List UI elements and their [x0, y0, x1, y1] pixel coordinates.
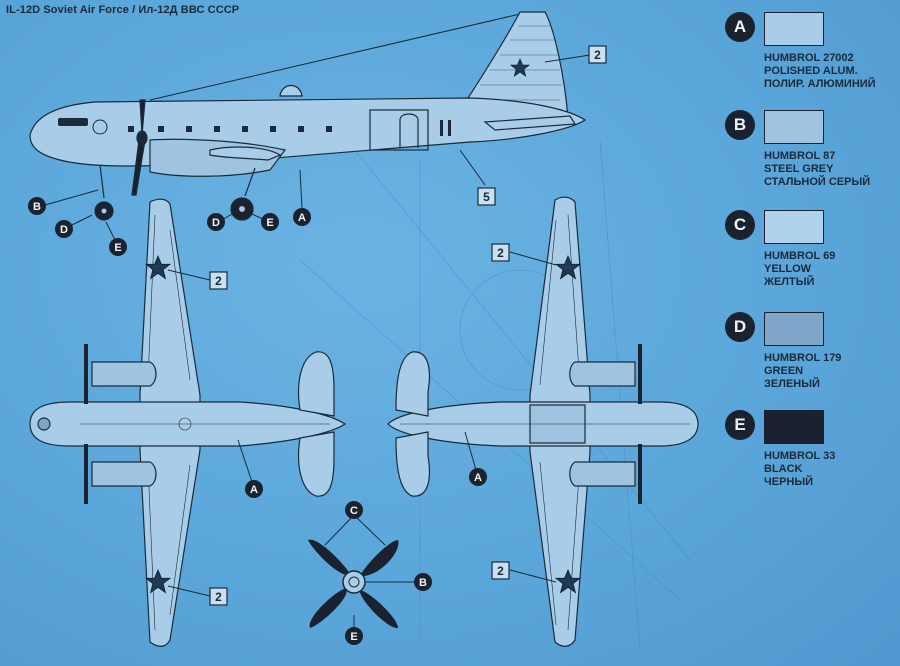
svg-text:B: B	[33, 201, 41, 213]
svg-text:C: C	[350, 505, 358, 517]
decal-callout-2-top-lower: 2	[209, 587, 228, 606]
decal-callout-2-fin: 2	[588, 45, 607, 64]
decal-callout-2-bottom-lower: 2	[491, 561, 510, 580]
svg-text:A: A	[298, 212, 306, 224]
paint-letter-badge: C	[725, 210, 755, 240]
paint-letter-badge: E	[725, 410, 755, 440]
decal-callout-5: 5	[477, 187, 496, 206]
paint-callout-d-side-nose: D	[55, 220, 73, 238]
svg-text:2: 2	[497, 246, 504, 260]
paint-swatch	[764, 210, 824, 244]
paint-callout-c-prop: C	[345, 501, 363, 519]
svg-text:E: E	[114, 242, 121, 254]
propeller-detail	[308, 514, 415, 629]
paint-callout-a-bottom: A	[469, 468, 487, 486]
paint-callout-e-side-main: E	[261, 213, 279, 231]
paint-letter-badge: A	[725, 12, 755, 42]
top-view	[29, 198, 347, 647]
paint-callout-d-side-main: D	[207, 213, 225, 231]
paint-callout-a-side: A	[293, 208, 311, 226]
svg-text:A: A	[250, 484, 258, 496]
paint-callout-b-prop: B	[414, 573, 432, 591]
paint-swatch	[764, 410, 824, 444]
paint-swatch	[764, 12, 824, 46]
svg-text:2: 2	[497, 564, 504, 578]
bottom-view	[387, 196, 699, 647]
paint-callout-a-top: A	[245, 480, 263, 498]
paint-swatch	[764, 110, 824, 144]
svg-text:2: 2	[215, 274, 222, 288]
svg-text:2: 2	[215, 590, 222, 604]
guide-title: IL-12D Soviet Air Force / Ил-12Д ВВС ССС…	[6, 4, 240, 16]
paint-callout-e-prop: E	[345, 627, 363, 645]
svg-text:2: 2	[594, 48, 601, 62]
decal-callout-2-bottom-upper: 2	[491, 243, 510, 262]
paint-callout-b-side: B	[28, 197, 46, 215]
svg-text:B: B	[419, 577, 427, 589]
svg-text:E: E	[350, 631, 357, 643]
svg-text:A: A	[474, 472, 482, 484]
paint-letter-badge: B	[725, 110, 755, 140]
side-view	[29, 11, 587, 221]
decal-callout-2-top-upper: 2	[209, 271, 228, 290]
paint-swatch	[764, 312, 824, 346]
paint-callout-e-side-nose: E	[109, 238, 127, 256]
svg-text:D: D	[60, 224, 68, 236]
svg-text:E: E	[266, 217, 273, 229]
svg-text:5: 5	[483, 190, 490, 204]
svg-text:D: D	[212, 217, 220, 229]
paint-letter-badge: D	[725, 312, 755, 342]
